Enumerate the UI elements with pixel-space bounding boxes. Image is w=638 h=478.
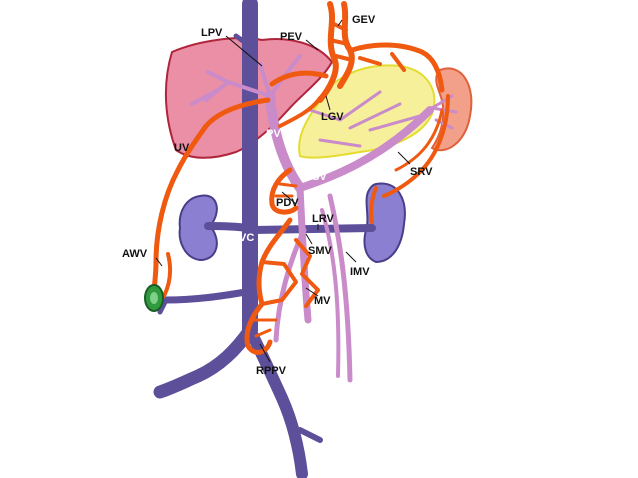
label-rppv: RPPV	[256, 365, 287, 377]
label-lgv: LGV	[321, 111, 344, 123]
label-sv: SV	[312, 171, 327, 183]
left-kidney	[363, 182, 406, 264]
label-srv: SRV	[410, 166, 433, 178]
label-gev: GEV	[352, 14, 376, 26]
label-lrv: LRV	[312, 213, 334, 225]
label-lpv: LPV	[201, 27, 223, 39]
right-kidney	[178, 194, 218, 262]
label-pv: PV	[266, 128, 281, 140]
label-smv: SMV	[308, 245, 333, 257]
ivc-system	[153, 0, 376, 478]
label-imv: IMV	[350, 266, 370, 278]
label-awv: AWV	[122, 248, 148, 260]
label-pev: PEV	[280, 31, 303, 43]
label-uv: UV	[174, 142, 190, 154]
umbilicus-inner	[150, 292, 158, 304]
leader-lines	[155, 19, 411, 363]
label-mv: MV	[314, 295, 331, 307]
label-ivc: IVC	[236, 232, 254, 244]
label-pdv: PDV	[276, 197, 299, 209]
collateral-veins	[151, 1, 450, 355]
